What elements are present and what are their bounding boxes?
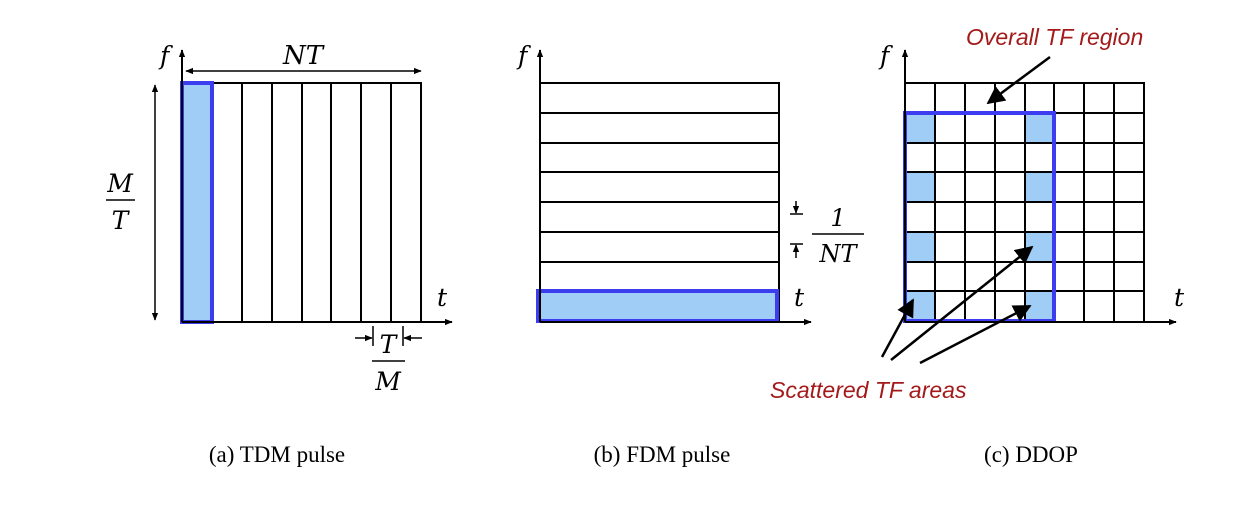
- fdm-spacing-denominator: NT: [818, 240, 858, 268]
- tdm-grid: [180, 81, 422, 324]
- tdm-caption: (a) TDM pulse: [209, 442, 345, 467]
- tdm-cell-label: T M: [372, 330, 405, 396]
- ddop-grid: [904, 82, 1145, 323]
- ddop-caption: (c) DDOP: [984, 442, 1078, 467]
- fdm-panel: f t 1 NT (b) FDM pulse: [516, 41, 864, 467]
- tdm-height-denominator: T: [112, 206, 131, 235]
- tdm-t-axis-label: t: [437, 283, 448, 312]
- tdm-height-numerator: M: [106, 169, 134, 198]
- fdm-highlighted-row: [536, 289, 779, 323]
- ddop-scattered-label: Scattered TF areas: [770, 377, 967, 403]
- tdm-height-label: M T: [106, 169, 135, 235]
- fdm-grid: [536, 82, 780, 323]
- ddop-scattered-cell: [1025, 113, 1054, 143]
- ddop-scattered-pointer: [880, 298, 915, 358]
- ddop-scattered-cell: [905, 113, 935, 143]
- fdm-f-axis-label: f: [516, 41, 531, 70]
- fdm-caption: (b) FDM pulse: [594, 442, 731, 467]
- fdm-t-axis-label: t: [794, 283, 805, 312]
- tdm-cell-denominator: M: [374, 367, 402, 396]
- ddop-scattered-cell: [905, 172, 935, 202]
- ddop-scattered-cell: [905, 232, 935, 262]
- ddop-panel: f t Overall TF region Scattered TF areas…: [770, 24, 1185, 467]
- tdm-f-axis-label: f: [158, 41, 173, 70]
- ddop-scattered-pointer: [890, 245, 1034, 361]
- ddop-scattered-cell: [1025, 232, 1054, 262]
- ddop-overall-region-pointer: [986, 55, 1051, 105]
- tdm-width-label: NT: [282, 41, 325, 71]
- fdm-spacing-numerator: 1: [830, 204, 845, 232]
- ddop-f-axis-label: f: [878, 41, 893, 70]
- tdm-highlighted-column: [180, 81, 214, 324]
- tdm-cell-numerator: T: [380, 330, 399, 359]
- ddop-overall-region-label: Overall TF region: [966, 24, 1143, 50]
- ddop-t-axis-label: t: [1174, 283, 1185, 312]
- ddop-scattered-cell: [1025, 172, 1054, 202]
- fdm-spacing-label: 1 NT: [812, 204, 864, 268]
- ddop-scattered-pointer: [919, 304, 1032, 365]
- tdm-panel: f t NT M T T M (a) TDM pulse: [106, 41, 453, 467]
